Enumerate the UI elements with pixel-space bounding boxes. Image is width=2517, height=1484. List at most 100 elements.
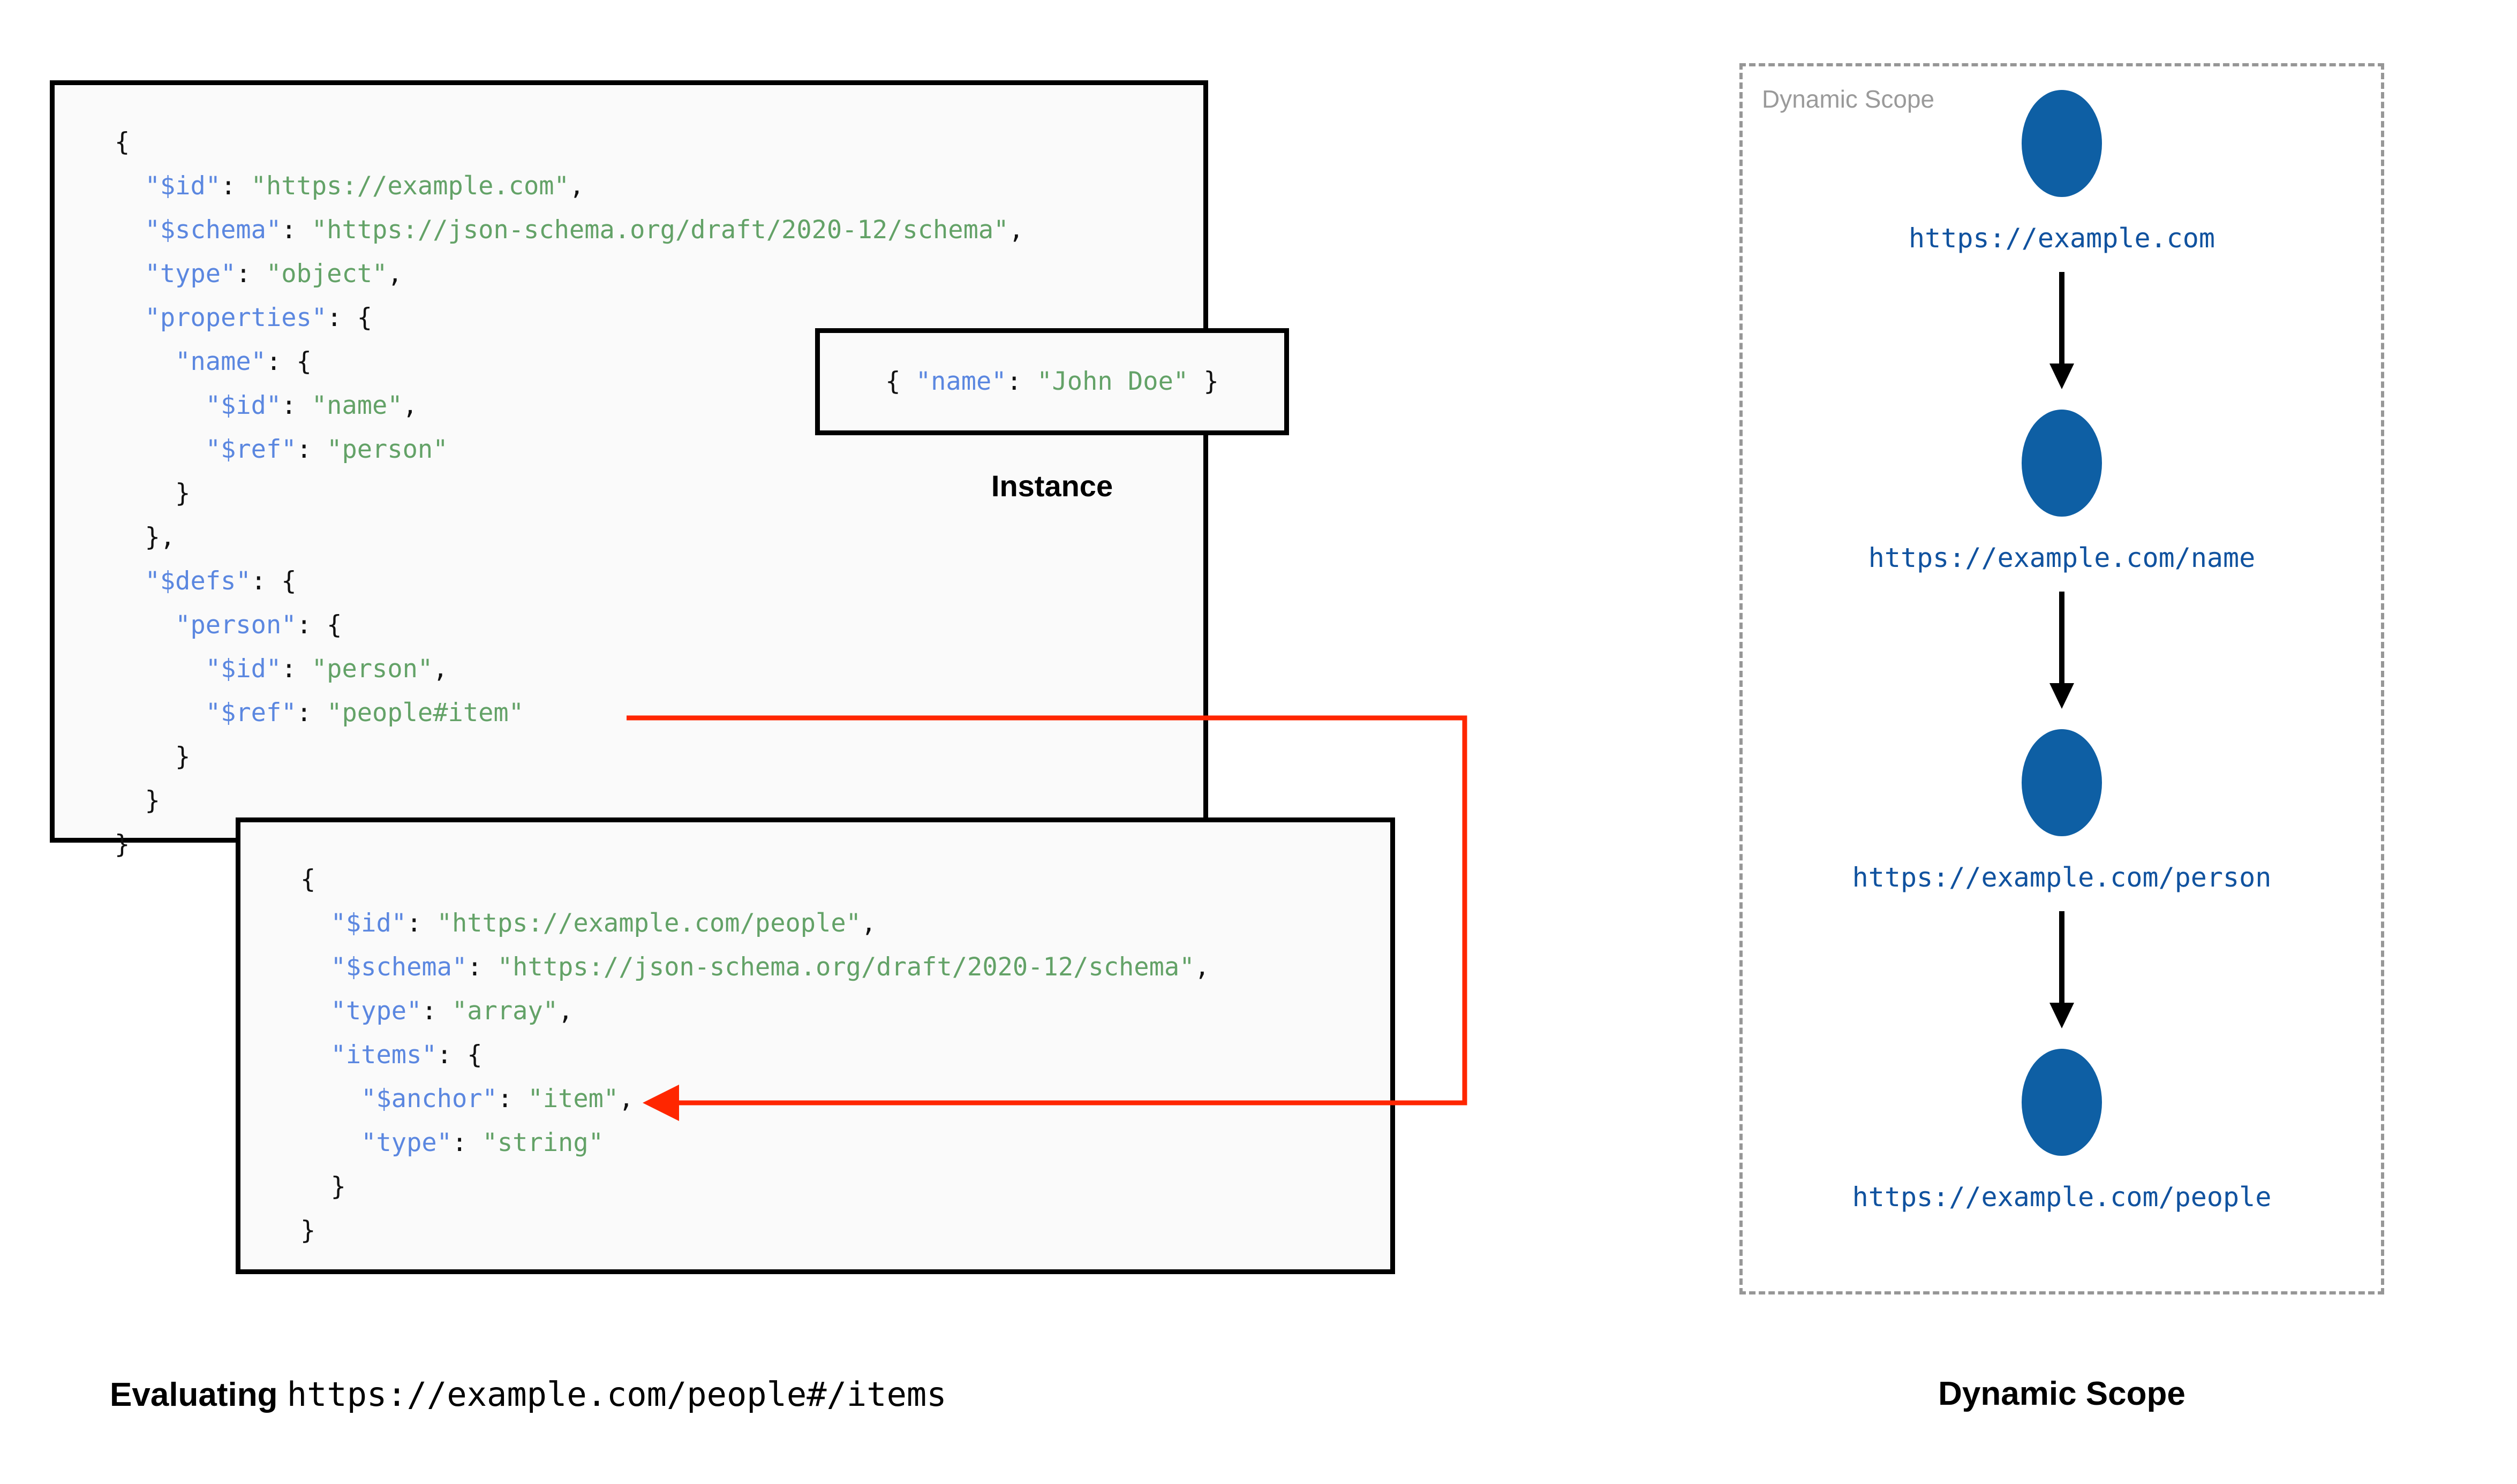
code-token: "person"	[311, 654, 433, 684]
instance-code: { "name": "John Doe" }	[820, 333, 1284, 430]
code-token: : {	[436, 1040, 483, 1070]
code-token: "name"	[311, 391, 403, 420]
code-token: {	[115, 127, 130, 157]
code-token: : {	[296, 610, 342, 640]
code-token: "$id"	[145, 171, 221, 201]
scope-node-label: https://example.com/people	[1852, 1182, 2272, 1213]
scope-node-label: https://example.com/person	[1852, 862, 2272, 893]
code-token	[115, 391, 206, 420]
code-token: "https://example.com"	[251, 171, 569, 201]
code-token	[115, 435, 206, 464]
code-token	[115, 215, 145, 245]
code-token: "properties"	[145, 303, 327, 332]
code-token: "$id"	[330, 908, 407, 938]
code-token: ,	[433, 654, 448, 684]
scope-flow-arrow	[2049, 911, 2074, 1028]
code-token: "item"	[527, 1084, 619, 1114]
code-line: }	[115, 472, 1024, 516]
code-line: "type": "array",	[300, 989, 1210, 1033]
code-token: ,	[1194, 952, 1210, 982]
dynamic-scope-panel-title: Dynamic Scope	[1762, 85, 1935, 113]
code-line: "$ref": "person"	[115, 428, 1024, 472]
code-token	[300, 1128, 361, 1157]
code-line: "person": {	[115, 603, 1024, 647]
code-token	[115, 654, 206, 684]
code-token: :	[281, 391, 312, 420]
code-token: "$schema"	[145, 215, 282, 245]
code-line: "items": {	[300, 1033, 1210, 1077]
code-token: ,	[558, 996, 574, 1026]
code-token: :	[221, 171, 251, 201]
code-line: "$defs": {	[115, 559, 1024, 603]
code-line: "type": "object",	[115, 252, 1024, 296]
code-token: }	[115, 786, 160, 815]
code-line: }	[300, 1209, 1210, 1253]
evaluating-uri: https://example.com/people#/items	[287, 1375, 947, 1414]
code-line: }	[115, 735, 1024, 779]
evaluating-caption: Evaluating https://example.com/people#/i…	[110, 1375, 947, 1414]
code-token: ,	[569, 171, 585, 201]
evaluating-label: Evaluating	[110, 1376, 287, 1413]
code-token	[300, 952, 331, 982]
code-token: }	[115, 742, 191, 771]
scope-flow-arrow	[2049, 272, 2074, 389]
code-token: :	[236, 259, 266, 289]
scope-flow-arrow	[2049, 592, 2074, 709]
code-token: "$schema"	[330, 952, 468, 982]
root-schema-code: { "$id": "https://example.com", "$schema…	[115, 120, 1024, 867]
code-token: "https://example.com/people"	[436, 908, 861, 938]
code-line: }	[300, 1165, 1210, 1209]
code-token: ,	[861, 908, 877, 938]
code-line: { "name": "John Doe" }	[885, 360, 1219, 404]
code-token: "https://json-schema.org/draft/2020-12/s…	[497, 952, 1195, 982]
code-token: "object"	[266, 259, 388, 289]
code-token: "type"	[361, 1128, 452, 1157]
code-line: "type": "string"	[300, 1121, 1210, 1165]
code-token: :	[281, 215, 312, 245]
code-token: "https://json-schema.org/draft/2020-12/s…	[311, 215, 1009, 245]
scope-node-ellipse	[2022, 90, 2102, 197]
code-token: "array"	[451, 996, 559, 1026]
code-token: :	[497, 1084, 528, 1114]
code-line: "$id": "person",	[115, 647, 1024, 691]
code-token: ,	[619, 1084, 634, 1114]
code-token: ,	[402, 391, 418, 420]
code-token: }	[115, 479, 191, 508]
code-token: {	[300, 865, 316, 894]
code-token: },	[115, 523, 176, 552]
code-line: "$id": "https://example.com/people",	[300, 902, 1210, 945]
code-token: }	[1188, 367, 1219, 396]
code-token: "items"	[330, 1040, 437, 1070]
dynamic-scope-caption: Dynamic Scope	[1938, 1375, 2186, 1412]
code-token: "$anchor"	[361, 1084, 498, 1114]
code-token: "name"	[175, 347, 266, 376]
code-token: : {	[266, 347, 312, 376]
code-token: :	[296, 698, 327, 728]
instance-caption: Instance	[991, 469, 1113, 503]
code-token: }	[115, 830, 130, 859]
code-token: :	[1006, 367, 1037, 396]
code-token	[300, 908, 331, 938]
code-token: "$defs"	[145, 566, 251, 596]
code-line: {	[300, 858, 1210, 902]
code-token	[300, 996, 331, 1026]
code-token	[115, 698, 206, 728]
code-token: "$id"	[205, 391, 282, 420]
code-token: :	[281, 654, 312, 684]
code-line: }	[115, 823, 1024, 867]
code-line: {	[115, 120, 1024, 164]
scope-node-ellipse	[2022, 729, 2102, 836]
scope-node-ellipse	[2022, 1049, 2102, 1156]
code-token: :	[406, 908, 437, 938]
code-token: }	[300, 1216, 316, 1245]
code-line: "$ref": "people#item"	[115, 691, 1024, 735]
code-token: "type"	[330, 996, 422, 1026]
code-token: "$id"	[205, 654, 282, 684]
code-token	[300, 1084, 361, 1114]
people-schema-box: { "$id": "https://example.com/people", "…	[236, 817, 1395, 1274]
code-line: "properties": {	[115, 296, 1024, 340]
code-token: }	[300, 1172, 346, 1201]
code-token: : {	[327, 303, 373, 332]
code-token: :	[451, 1128, 483, 1157]
